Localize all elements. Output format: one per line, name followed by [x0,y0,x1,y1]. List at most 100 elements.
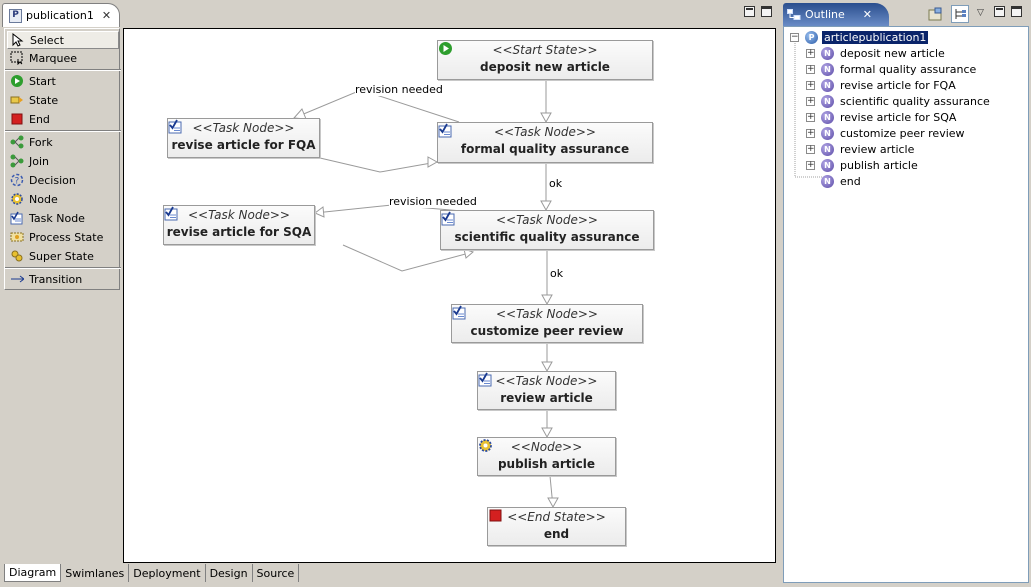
node-name: end [543,527,570,541]
palette-start[interactable]: Start [7,72,119,90]
node-stereotype: <<Task Node>> [495,374,598,388]
decision-icon: ? [10,173,24,187]
task-node-icon [168,119,182,134]
palette-node[interactable]: Node [7,190,119,208]
node-element-icon: N [821,78,834,92]
outline-tab-bar: Outline ✕ ▽ [781,0,1031,26]
palette-label: Super State [29,249,94,263]
tree-root-label: articlepublication1 [822,30,929,44]
outline-icon [787,8,801,21]
outline-overview-icon[interactable] [928,7,944,21]
close-tab-icon[interactable]: ✕ [101,9,112,22]
expand-icon[interactable]: + [806,47,815,58]
node-name: formal quality assurance [460,142,630,156]
tree-item-label: formal quality assurance [840,62,977,76]
tab-design[interactable]: Design [205,564,253,582]
node-deposit-new-article[interactable]: <<Start State>> deposit new article [437,40,653,80]
tab-swimlanes[interactable]: Swimlanes [61,564,130,582]
node-stereotype: <<End State>> [507,510,606,524]
start-icon [10,74,24,88]
expand-icon[interactable]: + [806,63,815,74]
tool-palette: Select Marquee Start State End [4,28,121,290]
node-stereotype: <<Node>> [510,440,583,454]
palette-transition[interactable]: Transition [7,270,119,288]
outline-tree-toggle-icon[interactable] [951,5,969,23]
edge-label-fqa-revision[interactable]: revision needed [355,83,443,96]
node-revise-article-for-fqa[interactable]: <<Task Node>> revise article for FQA [167,118,320,158]
editor-tab-publication1[interactable]: P publication1 ✕ [2,3,120,27]
palette-super-state[interactable]: Super State [7,247,119,265]
node-name: scientific quality assurance [454,230,640,244]
expand-icon[interactable]: + [806,143,815,154]
tab-diagram[interactable]: Diagram [4,564,62,582]
process-definition-icon: P [805,30,818,44]
task-node-icon [164,206,178,221]
start-state-icon [439,42,452,55]
tree-root-row[interactable]: − P articlepublication1 [790,29,929,45]
editor-tab-label: publication1 [26,9,94,22]
palette-marquee[interactable]: Marquee [7,49,119,67]
palette-fork[interactable]: Fork [7,133,119,151]
edge-label-sqa-revision[interactable]: revision needed [389,195,477,208]
palette-end[interactable]: End [7,110,119,128]
maximize-editor-button[interactable] [761,6,772,17]
palette-label: Join [29,154,50,168]
task-node-icon [441,211,455,226]
palette-label: Task Node [29,211,85,225]
diagram-canvas[interactable]: <<Start State>> deposit new article <<Ta… [123,28,776,563]
minimize-outline-button[interactable] [994,6,1005,17]
palette-state[interactable]: State [7,91,119,109]
tree-item-label: customize peer review [840,126,965,140]
expand-icon[interactable]: + [806,111,815,122]
expand-icon[interactable]: + [806,127,815,138]
tree-item-label: deposit new article [840,46,945,60]
collapse-icon[interactable]: − [790,31,799,42]
node-formal-quality-assurance[interactable]: <<Task Node>> formal quality assurance [437,122,653,163]
palette-decision[interactable]: ? Decision [7,171,119,189]
node-scientific-quality-assurance[interactable]: <<Task Node>> scientific quality assuran… [440,210,654,250]
palette-process-state[interactable]: Process State [7,228,119,246]
palette-label: End [29,112,50,126]
node-name: customize peer review [470,324,624,338]
expand-icon[interactable]: + [806,159,815,170]
edge-label-sqa-ok[interactable]: ok [550,267,564,280]
palette-task-node[interactable]: Task Node [7,209,119,227]
tab-deployment[interactable]: Deployment [129,564,206,582]
node-name: review article [500,391,593,405]
node-end[interactable]: <<End State>> end [487,507,626,546]
edge-label-fqa-ok[interactable]: ok [549,177,563,190]
palette-select[interactable]: Select [7,31,119,49]
node-publish-article[interactable]: <<Node>> publish article [477,437,616,476]
maximize-outline-button[interactable] [1011,6,1022,17]
tree-item-label: end [840,174,861,188]
view-menu-chevron-icon[interactable]: ▽ [977,8,984,18]
node-review-article[interactable]: <<Task Node>> review article [477,371,616,410]
minimize-editor-button[interactable] [744,6,755,17]
tree-item-label: revise article for FQA [840,78,956,92]
node-element-icon: N [821,62,834,76]
node-name: publish article [497,457,596,471]
node-stereotype: <<Task Node>> [496,213,598,227]
palette-join[interactable]: Join [7,152,119,170]
node-element-icon: N [821,126,834,140]
outline-tab[interactable]: Outline ✕ [783,3,889,26]
transition-lines [292,80,559,509]
tab-source[interactable]: Source [252,564,300,582]
palette-separator [5,267,121,269]
close-outline-icon[interactable]: ✕ [862,8,873,21]
expand-icon[interactable]: + [806,79,815,90]
node-element-icon: N [821,94,834,108]
node-revise-article-for-sqa[interactable]: <<Task Node>> revise article for SQA [163,205,315,245]
node-customize-peer-review[interactable]: <<Task Node>> customize peer review [451,304,643,343]
expand-icon[interactable]: + [806,95,815,106]
